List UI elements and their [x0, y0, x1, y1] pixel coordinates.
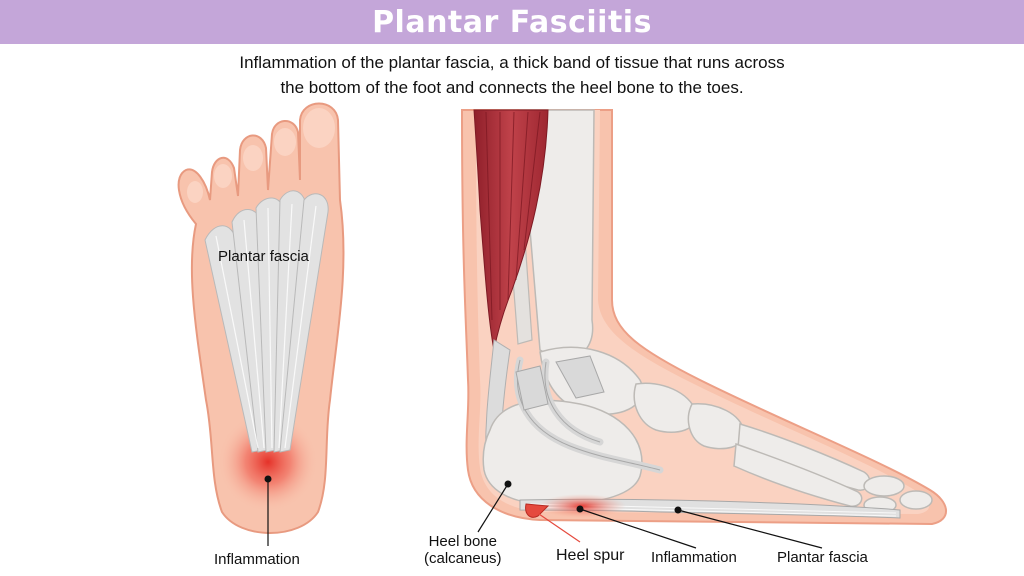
- side-of-foot-view: [460, 109, 947, 549]
- heel-spur: [525, 503, 550, 518]
- ligaments: [515, 355, 605, 411]
- calcaneus-bone: [482, 399, 643, 506]
- cuneiform-bone: [687, 403, 745, 450]
- side-plantar-fascia-label: Plantar fascia: [777, 549, 868, 566]
- heel-bone-label-line-2: (calcaneus): [424, 550, 502, 567]
- description-line-2: the bottom of the foot and connects the …: [280, 78, 744, 97]
- heel-spur-pointer-line: [535, 511, 581, 543]
- sole-of-foot-view: [177, 102, 345, 546]
- heel-inflammation-glow: [218, 412, 318, 512]
- toe-pad-4: [214, 164, 232, 188]
- heel-spur-label: Heel spur: [556, 547, 625, 564]
- heel-bone-label-line-1: Heel bone: [428, 533, 497, 550]
- fascia-fiber-lines: [215, 203, 317, 449]
- side-inflammation-pointer-line: [579, 508, 697, 549]
- big-toe-pad: [303, 108, 335, 148]
- toe-pad-3: [243, 145, 263, 171]
- heel-bone-pointer-line: [477, 483, 509, 533]
- ankle-tendon-outlines: [516, 359, 661, 471]
- page-title: Plantar Fasciitis: [372, 4, 652, 40]
- sole-inflammation-label: Inflammation: [214, 551, 300, 568]
- side-fascia-pointer-line: [677, 509, 823, 549]
- description-line-1: Inflammation of the plantar fascia, a th…: [239, 53, 785, 72]
- toe-pad-5: [187, 181, 203, 203]
- sole-plantar-fascia-label: Plantar fascia: [218, 248, 309, 265]
- side-inflammation-label: Inflammation: [651, 549, 737, 566]
- metatarsal-bones: [733, 423, 871, 507]
- toe-pad-2: [274, 128, 296, 156]
- heel-bone-label: Heel bone (calcaneus): [424, 533, 502, 567]
- title-banner: Plantar Fasciitis: [0, 0, 1024, 44]
- description: Inflammation of the plantar fascia, a th…: [0, 50, 1024, 100]
- navicular-bone: [633, 382, 698, 433]
- muscle-fiber-lines: [485, 111, 541, 321]
- side-inflammation-glow: [538, 494, 626, 518]
